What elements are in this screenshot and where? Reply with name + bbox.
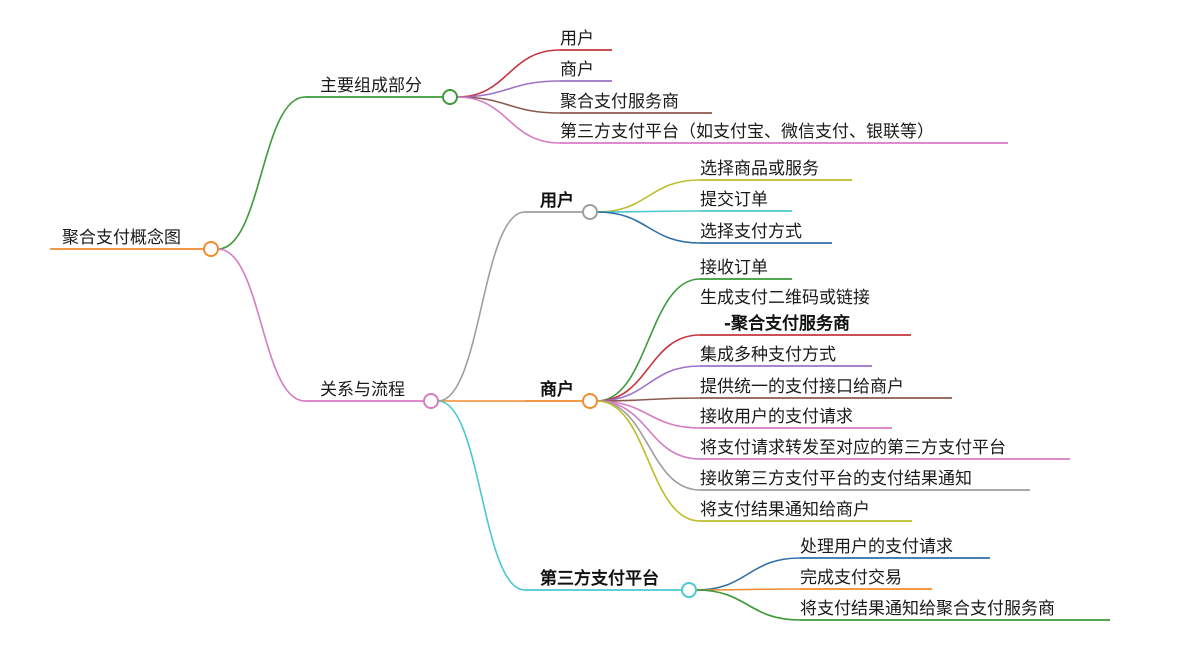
- edge-components-2: [456, 96, 561, 114]
- leaf-label-2-2[interactable]: 将支付结果通知给聚合支付服务商: [800, 599, 1055, 619]
- labels-layer: 聚合支付概念图主要组成部分用户商户聚合支付服务商第三方支付平台（如支付宝、微信支…: [62, 29, 1055, 619]
- edge-leaf-2-1: [695, 588, 801, 591]
- component-label-0[interactable]: 用户: [560, 29, 594, 49]
- edge-components-3: [456, 96, 561, 144]
- edge-leaf-1-2: [596, 334, 701, 402]
- edge-leaf-1-8: [596, 400, 701, 522]
- branch-circle-1[interactable]: [423, 393, 439, 409]
- leaf-label-2-0[interactable]: 处理用户的支付请求: [800, 537, 953, 557]
- branch-label-1[interactable]: 关系与流程: [320, 380, 405, 400]
- edge-components-1: [456, 80, 561, 98]
- edge-leaf-1-3: [596, 365, 701, 402]
- component-label-1[interactable]: 商户: [560, 60, 594, 80]
- leaf-label-0-2[interactable]: 选择支付方式: [700, 222, 802, 242]
- leaf-label-1-1[interactable]: 生成支付二维码或链接: [700, 288, 870, 308]
- edge-leaf-0-0: [596, 179, 701, 213]
- component-label-3[interactable]: 第三方支付平台（如支付宝、微信支付、银联等）: [560, 122, 934, 142]
- sub-circle-1[interactable]: [582, 393, 598, 409]
- leaf-label-1-5[interactable]: 接收用户的支付请求: [700, 407, 853, 427]
- edge-flow-to-sub-0: [437, 211, 526, 402]
- leaf-label-1-2[interactable]: -聚合支付服务商: [724, 313, 850, 334]
- edge-root-to-branch-0: [217, 96, 306, 250]
- component-label-2[interactable]: 聚合支付服务商: [560, 92, 679, 112]
- branch-label-0[interactable]: 主要组成部分: [320, 76, 422, 96]
- edge-leaf-1-0: [596, 278, 701, 402]
- root-node-label[interactable]: 聚合支付概念图: [62, 227, 181, 248]
- leaf-label-2-1[interactable]: 完成支付交易: [800, 568, 902, 588]
- edge-leaf-2-2: [695, 589, 801, 621]
- leaf-label-1-0[interactable]: 接收订单: [700, 258, 768, 278]
- circles-layer: [203, 89, 697, 598]
- branch-circle-0[interactable]: [442, 89, 458, 105]
- sub-label-2[interactable]: 第三方支付平台: [540, 568, 659, 589]
- leaf-label-1-4[interactable]: 提供统一的支付接口给商户: [700, 377, 904, 397]
- leaf-label-1-6[interactable]: 将支付请求转发至对应的第三方支付平台: [700, 438, 1006, 458]
- edge-flow-to-sub-2: [437, 400, 526, 591]
- edge-root-to-branch-1: [217, 248, 306, 402]
- leaf-label-0-0[interactable]: 选择商品或服务: [700, 159, 819, 179]
- sub-circle-0[interactable]: [582, 204, 598, 220]
- edge-leaf-1-5: [596, 400, 701, 429]
- edge-leaf-0-2: [596, 211, 701, 244]
- sub-label-0[interactable]: 用户: [540, 190, 574, 211]
- underlines-layer: [50, 49, 1110, 621]
- edge-leaf-1-6: [596, 400, 701, 460]
- edge-leaf-1-4: [596, 397, 701, 402]
- sub-circle-2[interactable]: [681, 582, 697, 598]
- leaf-label-1-8[interactable]: 将支付结果通知给商户: [700, 500, 870, 520]
- edge-leaf-0-1: [596, 210, 701, 213]
- edges-layer: [217, 49, 801, 621]
- edge-leaf-1-7: [596, 400, 701, 491]
- leaf-label-1-3[interactable]: 集成多种支付方式: [700, 345, 836, 365]
- leaf-label-1-7[interactable]: 接收第三方支付平台的支付结果通知: [700, 469, 972, 489]
- root-node-circle[interactable]: [203, 241, 219, 257]
- edge-leaf-2-0: [695, 557, 801, 591]
- sub-label-1[interactable]: 商户: [540, 379, 574, 400]
- leaf-label-0-1[interactable]: 提交订单: [700, 190, 768, 210]
- edge-components-0: [456, 49, 561, 98]
